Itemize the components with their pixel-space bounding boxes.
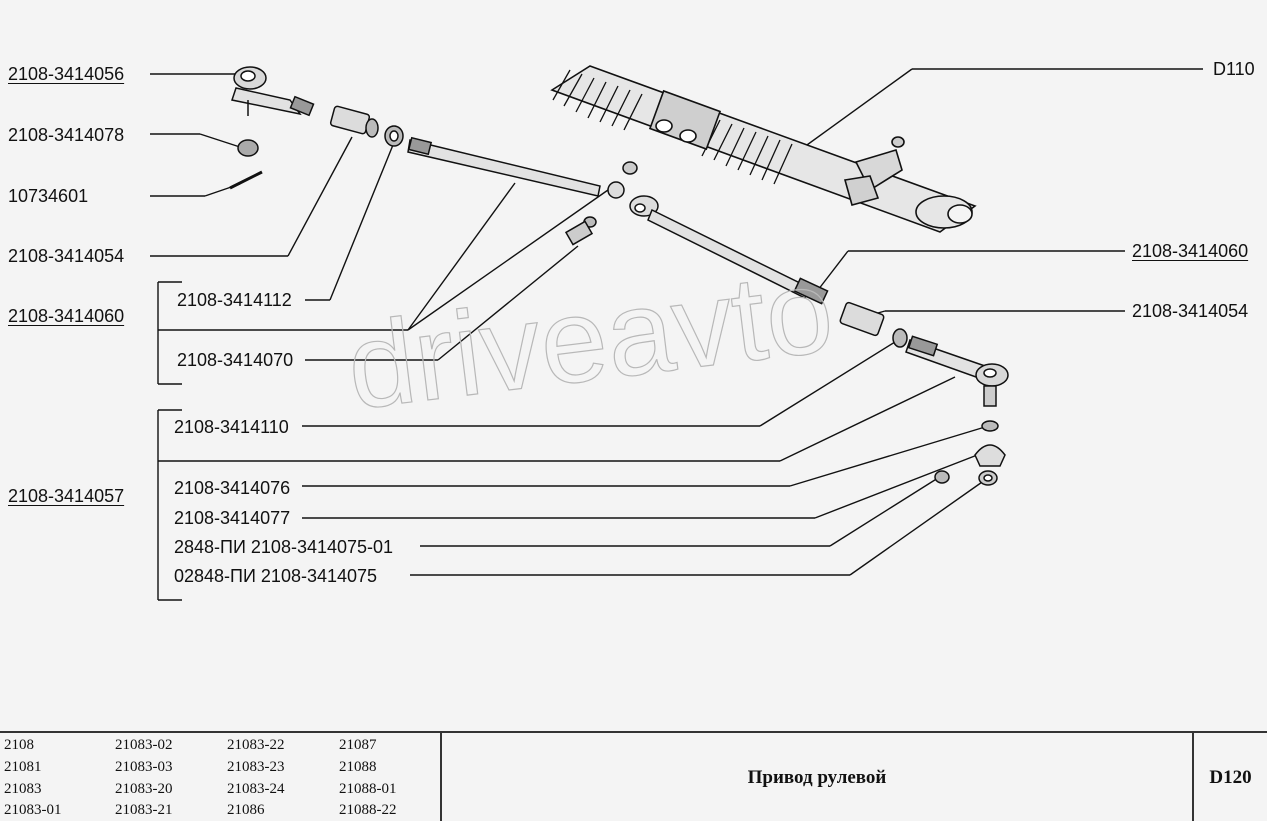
- part-label-2108-3414078: 2108-3414078: [8, 125, 125, 145]
- model-item: 21086: [227, 802, 265, 818]
- model-item: 21083-02: [115, 737, 173, 753]
- title-cell: Привод рулевой: [442, 733, 1194, 821]
- model-item: 21081: [4, 759, 42, 775]
- model-item: 21083: [4, 781, 42, 797]
- part-label-10734601: 10734601: [8, 186, 89, 206]
- model-item: 21088-22: [339, 802, 397, 818]
- model-list: 2108 21081 21083 21083-01 21083-02 21083…: [0, 733, 442, 821]
- part-label-d110: D110: [1213, 59, 1255, 79]
- model-item: 21088-01: [339, 781, 397, 797]
- left-adjusting-parts: [329, 105, 404, 147]
- model-item: 21083-03: [115, 759, 173, 775]
- part-label-2108-3414112: 2108-3414112: [177, 290, 292, 310]
- part-label-2108-3414060-right[interactable]: 2108-3414060: [1132, 241, 1249, 261]
- part-label-2108-3414076: 2108-3414076: [174, 478, 291, 498]
- model-item: 21083-01: [4, 802, 62, 818]
- model-item: 21088: [339, 759, 377, 775]
- model-item: 2108: [4, 737, 34, 753]
- part-label-2108-3414054-right: 2108-3414054: [1132, 301, 1249, 321]
- part-label-2848-pi: 2848-ПИ 2108-3414075-01: [174, 537, 394, 557]
- part-label-2108-3414110: 2108-3414110: [174, 417, 289, 437]
- model-item: 21087: [339, 737, 377, 753]
- left-tie-rod-end: [229, 66, 315, 190]
- right-tie-rod-end: [839, 301, 1009, 486]
- page-title: Привод рулевой: [747, 767, 887, 788]
- model-item: 21083-21: [115, 802, 173, 818]
- part-label-2108-3414056[interactable]: 2108-3414056: [8, 64, 125, 84]
- right-rod: [629, 195, 829, 305]
- part-label-02848-pi: 02848-ПИ 2108-3414075: [174, 566, 378, 586]
- part-label-2108-3414070: 2108-3414070: [177, 350, 294, 370]
- part-label-2108-3414077: 2108-3414077: [174, 508, 291, 528]
- steering-drive-diagram: [150, 65, 1203, 601]
- steering-rack: [550, 65, 977, 233]
- code-cell: D120: [1194, 733, 1267, 821]
- part-label-2108-3414057[interactable]: 2108-3414057: [8, 486, 125, 506]
- part-label-2108-3414054-left: 2108-3414054: [8, 246, 125, 266]
- model-item: 21083-20: [115, 781, 173, 797]
- footer-table: 2108 21081 21083 21083-01 21083-02 21083…: [0, 731, 1267, 821]
- part-label-2108-3414060-left[interactable]: 2108-3414060: [8, 306, 125, 326]
- page-code: D120: [1209, 767, 1252, 788]
- model-item: 21083-24: [227, 781, 285, 797]
- model-item: 21083-22: [227, 737, 285, 753]
- model-item: 21083-23: [227, 759, 285, 775]
- left-rod: [407, 136, 638, 246]
